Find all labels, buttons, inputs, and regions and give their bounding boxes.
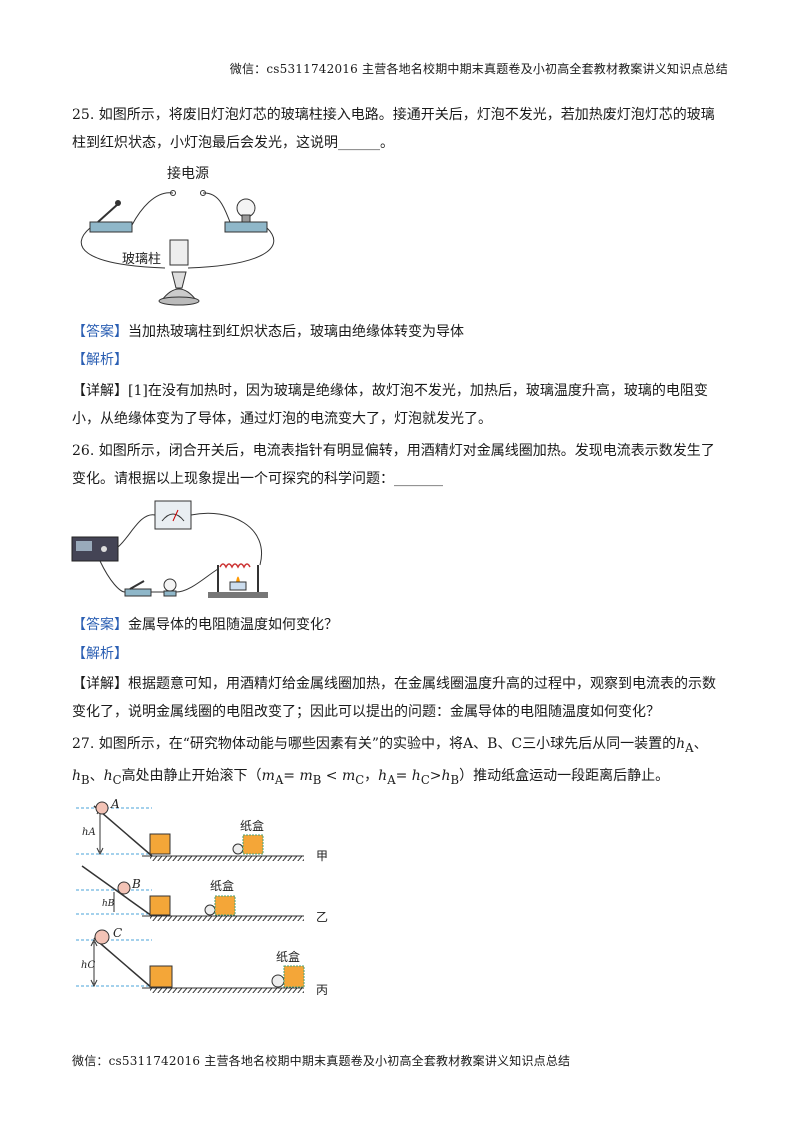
q26-coil: [219, 563, 251, 569]
svg-text:C: C: [113, 926, 122, 940]
q26-switch: [124, 588, 152, 597]
svg-text:甲: 甲: [316, 849, 328, 863]
q27-figure: hA A 纸盒 甲 hB B 纸盒 乙 hC C: [76, 797, 328, 997]
analysis-tag: 【解析】: [72, 646, 128, 662]
q26-answer: 【答案】金属导体的电阻随温度如何变化？: [72, 611, 728, 639]
q27-setup-b: hB B 纸盒 乙: [76, 865, 328, 924]
q27-question: 27. 如图所示，在“研究物体动能与哪些因素有关”的实验中，将A、B、C三小球先…: [72, 736, 708, 787]
svg-text:A: A: [110, 797, 120, 811]
detail-tag: 【详解】: [72, 383, 128, 399]
q25-question: 25. 如图所示，将废旧灯泡灯芯的玻璃柱接入电路。接通开关后，灯泡不发光，若加热…: [72, 107, 715, 151]
q26-ammeter: [154, 500, 192, 530]
q25-analysis: 【解析】: [72, 346, 728, 374]
q26-detail: 【详解】根据题意可知，用酒精灯给金属线圈加热，在金属线圈温度升高的过程中，观察到…: [72, 670, 728, 726]
q26-figure: [71, 500, 268, 598]
q25-answer-text: 当加热玻璃柱到红炽状态后，玻璃由绝缘体转变为导体: [128, 324, 464, 340]
page-footer: 微信：cs5311742016 主营各地名校期中期末真题卷及小初高全套教材教案讲…: [72, 1054, 571, 1068]
q26-bulb: [163, 578, 177, 592]
q26-answer-text: 金属导体的电阻随温度如何变化？: [128, 617, 338, 633]
q25-detail: 【详解】[1]在没有加热时，因为玻璃是绝缘体，故灯泡不发光，加热后，玻璃温度升高…: [72, 377, 728, 433]
q26-analysis: 【解析】: [72, 640, 728, 668]
q26-detail-text: 根据题意可知，用酒精灯给金属线圈加热，在金属线圈温度升高的过程中，观察到电流表的…: [72, 676, 716, 720]
svg-text:纸盒: 纸盒: [240, 818, 264, 833]
detail-tag: 【详解】: [72, 676, 128, 692]
q27-setup-c: hC C 纸盒 丙: [76, 926, 328, 997]
svg-text:丙: 丙: [316, 983, 328, 997]
svg-text:乙: 乙: [316, 910, 328, 924]
q27-setup-a: hA A 纸盒 甲: [76, 797, 328, 863]
q25-detail-text: [1]在没有加热时，因为玻璃是绝缘体，故灯泡不发光，加热后，玻璃温度升高，玻璃的…: [72, 383, 708, 427]
answer-tag: 【答案】: [72, 617, 128, 633]
svg-text:hB: hB: [102, 899, 115, 909]
q26-question: 26. 如图所示，闭合开关后，电流表指针有明显偏转，用酒精灯对金属线圈加热。发现…: [72, 443, 715, 487]
svg-text:hA: hA: [82, 827, 96, 838]
q25-answer: 【答案】当加热玻璃柱到红炽状态后，玻璃由绝缘体转变为导体: [72, 318, 728, 346]
svg-text:纸盒: 纸盒: [276, 949, 300, 964]
svg-text:hC: hC: [81, 960, 95, 971]
q25-bulb: [224, 221, 268, 233]
q25-figure: 接电源 玻璃柱: [80, 165, 275, 306]
q25-glass-label: 玻璃柱: [122, 252, 161, 267]
q25-switch: [89, 221, 133, 233]
svg-text:纸盒: 纸盒: [210, 878, 234, 893]
page-header: 微信：cs5311742016 主营各地名校期中期末真题卷及小初高全套教材教案讲…: [229, 62, 728, 76]
svg-text:B: B: [131, 877, 141, 891]
answer-tag: 【答案】: [72, 324, 128, 340]
q25-power-label: 接电源: [167, 165, 209, 182]
analysis-tag: 【解析】: [72, 352, 128, 368]
